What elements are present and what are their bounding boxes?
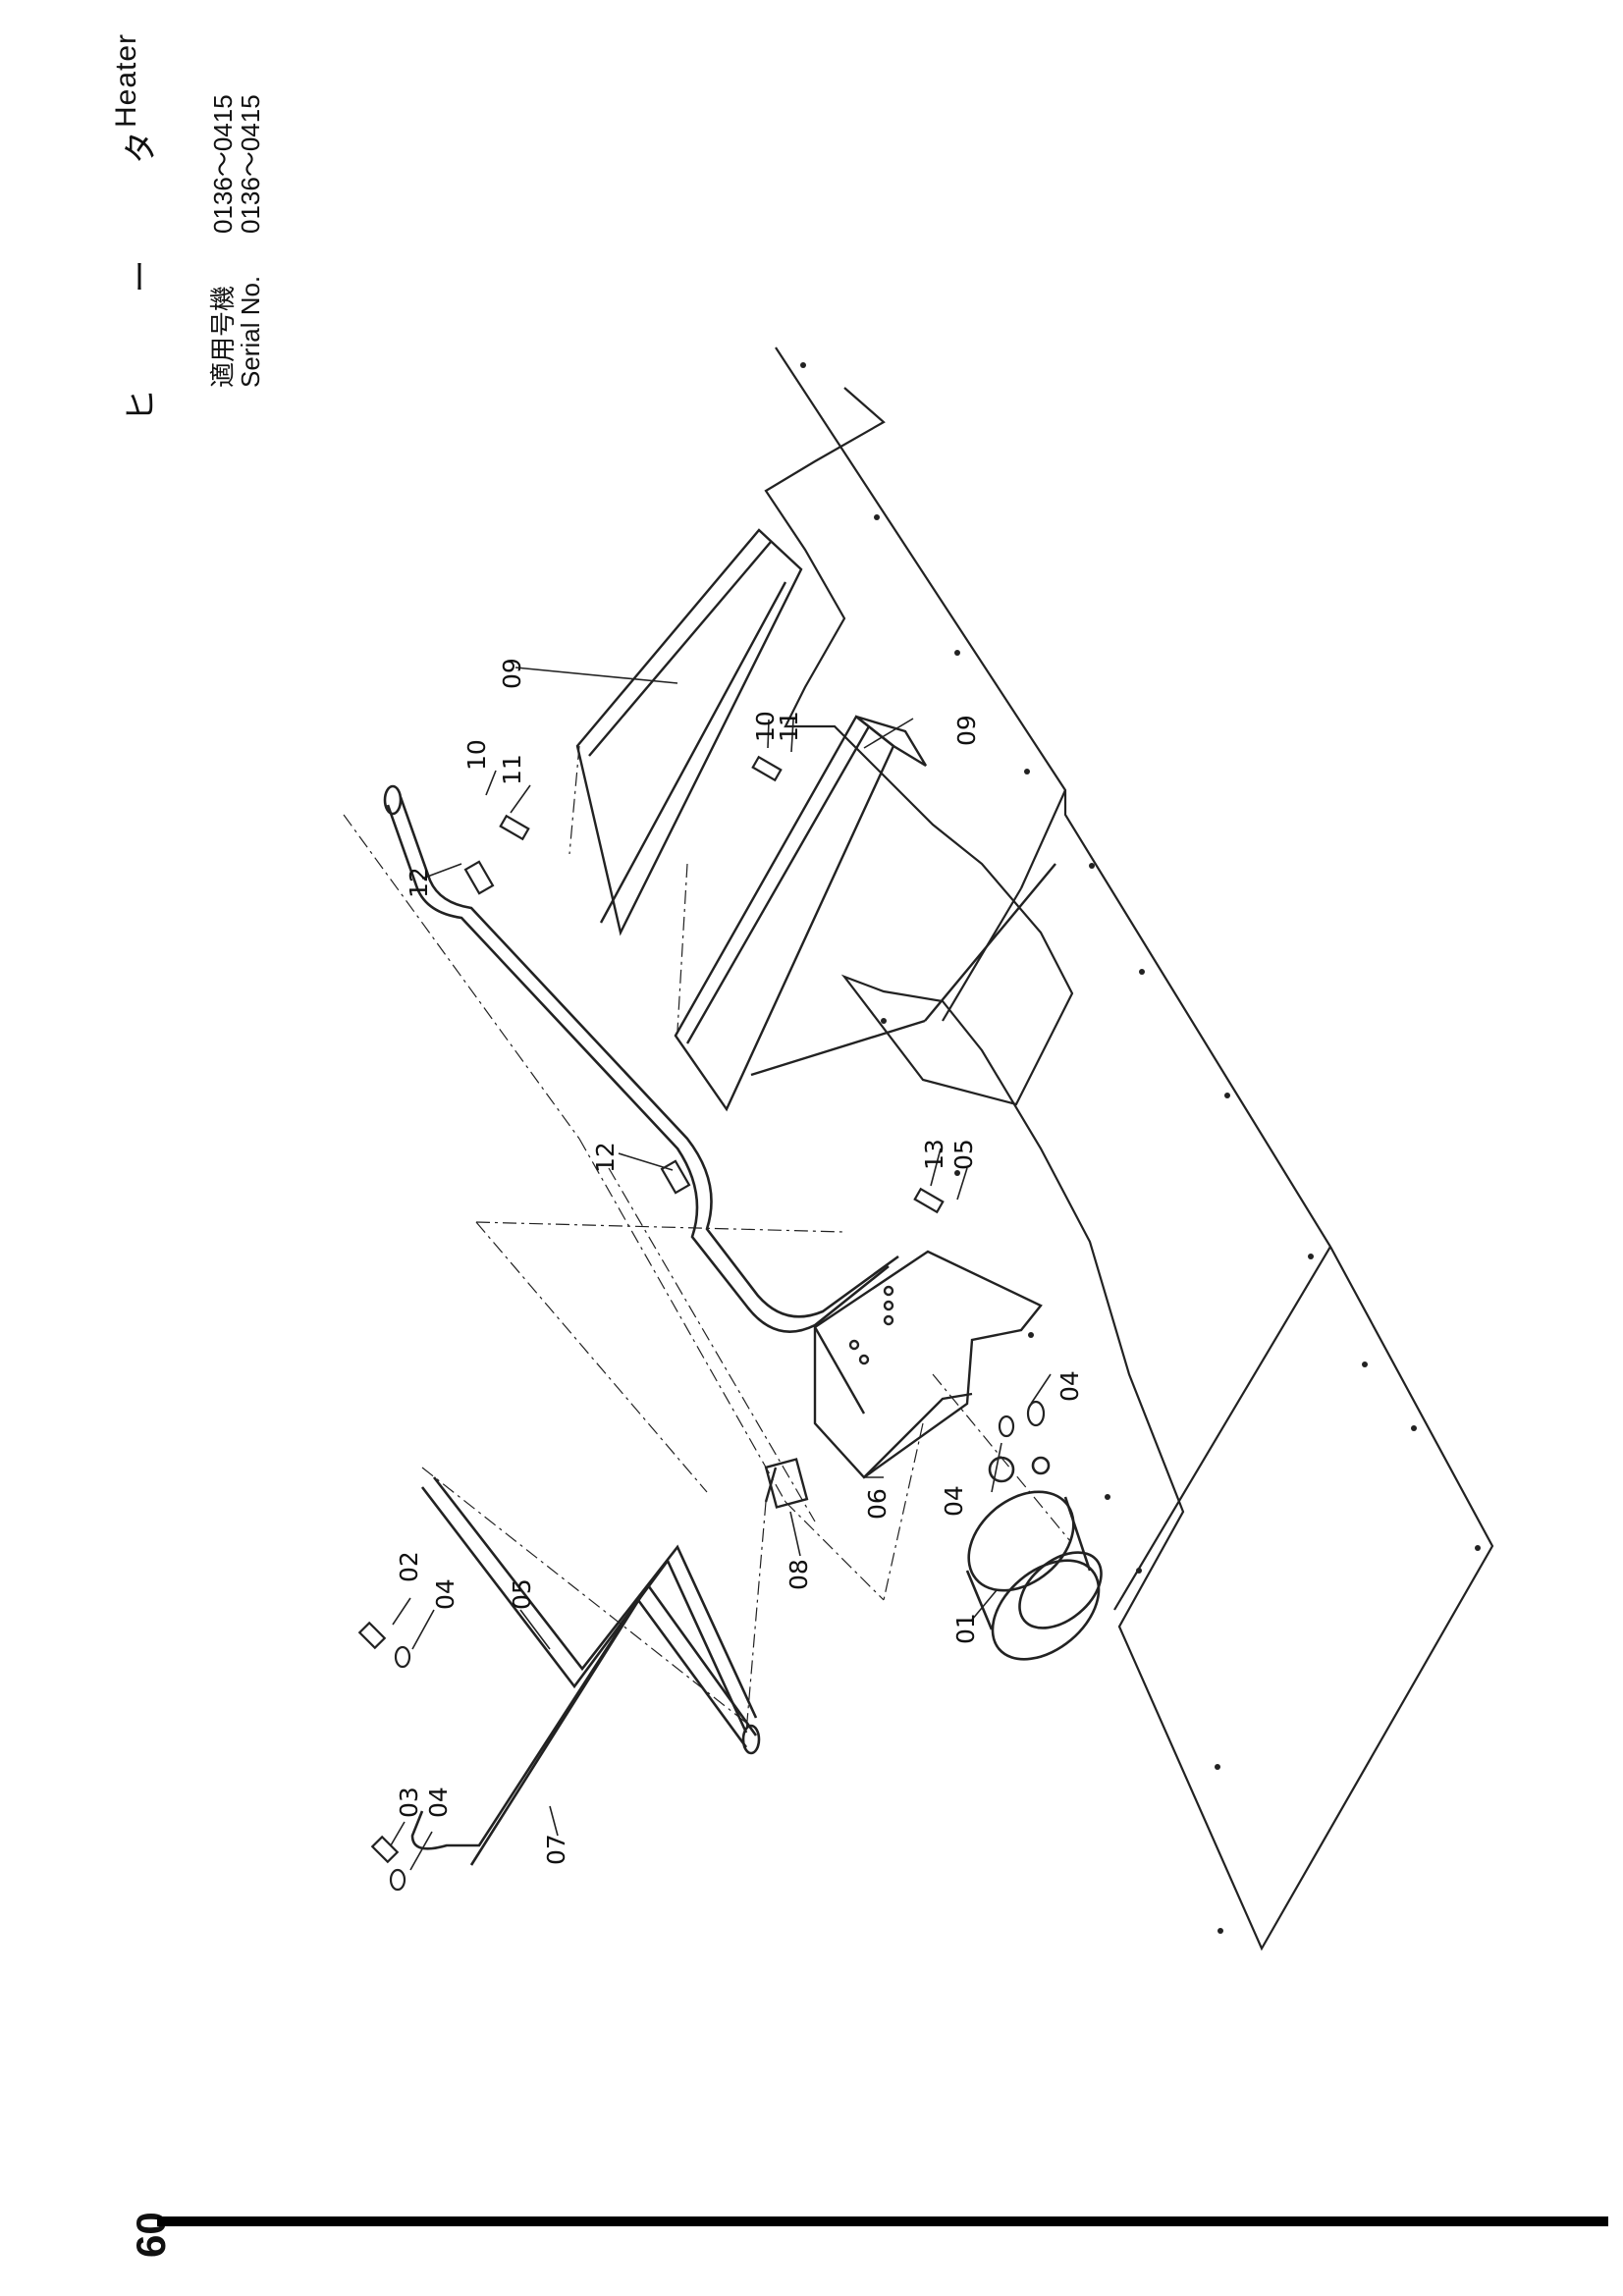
heater-pipes: [383, 784, 899, 1333]
bottom-rule: [157, 2216, 1608, 2226]
small-fittings: [357, 755, 1046, 1892]
callout-04-lower-left: 04: [424, 1787, 453, 1818]
callout-01: 01: [951, 1613, 980, 1644]
callout-05-lower: 07: [542, 1834, 570, 1865]
callout-04-upper-left: 04: [431, 1578, 460, 1610]
lower-hoses: [410, 1476, 761, 1866]
callout-02: 02: [395, 1551, 423, 1582]
heater-box: [813, 1250, 1043, 1479]
callout-12-lower: 12: [591, 1142, 620, 1173]
callout-05-upper: 05: [508, 1578, 536, 1610]
bracket: [764, 1458, 809, 1509]
callout-12-upper: 12: [405, 867, 433, 898]
callout-08: 08: [784, 1559, 813, 1590]
callout-11-lower: 11: [775, 711, 803, 742]
guide-lines: [343, 745, 1071, 1734]
callout-10-lower: 10: [751, 711, 780, 742]
callout-06: 06: [863, 1488, 892, 1520]
part-callouts: 09 09 10 11 10 11 12 12 13 05 04 04 06 0…: [395, 658, 1084, 1865]
callout-10-upper: 10: [462, 739, 491, 771]
callout-13: 13: [920, 1139, 948, 1170]
callout-09-lower: 09: [952, 715, 981, 746]
callout-04-right-lower: 04: [940, 1485, 968, 1517]
floor-panel: [764, 347, 1494, 1951]
leader-lines: [390, 667, 1052, 1871]
callout-09-upper: 09: [498, 658, 526, 689]
callout-03: 03: [395, 1787, 423, 1818]
callout-11-upper: 11: [498, 754, 526, 785]
cover-plate-upper: [575, 528, 803, 936]
cover-plate-lower: [674, 715, 1056, 1112]
panel-holes: [800, 362, 1481, 1934]
callout-04-right-upper: 04: [1055, 1370, 1084, 1402]
heater-unit: [965, 1456, 1103, 1661]
callout-07: 05: [949, 1139, 978, 1170]
